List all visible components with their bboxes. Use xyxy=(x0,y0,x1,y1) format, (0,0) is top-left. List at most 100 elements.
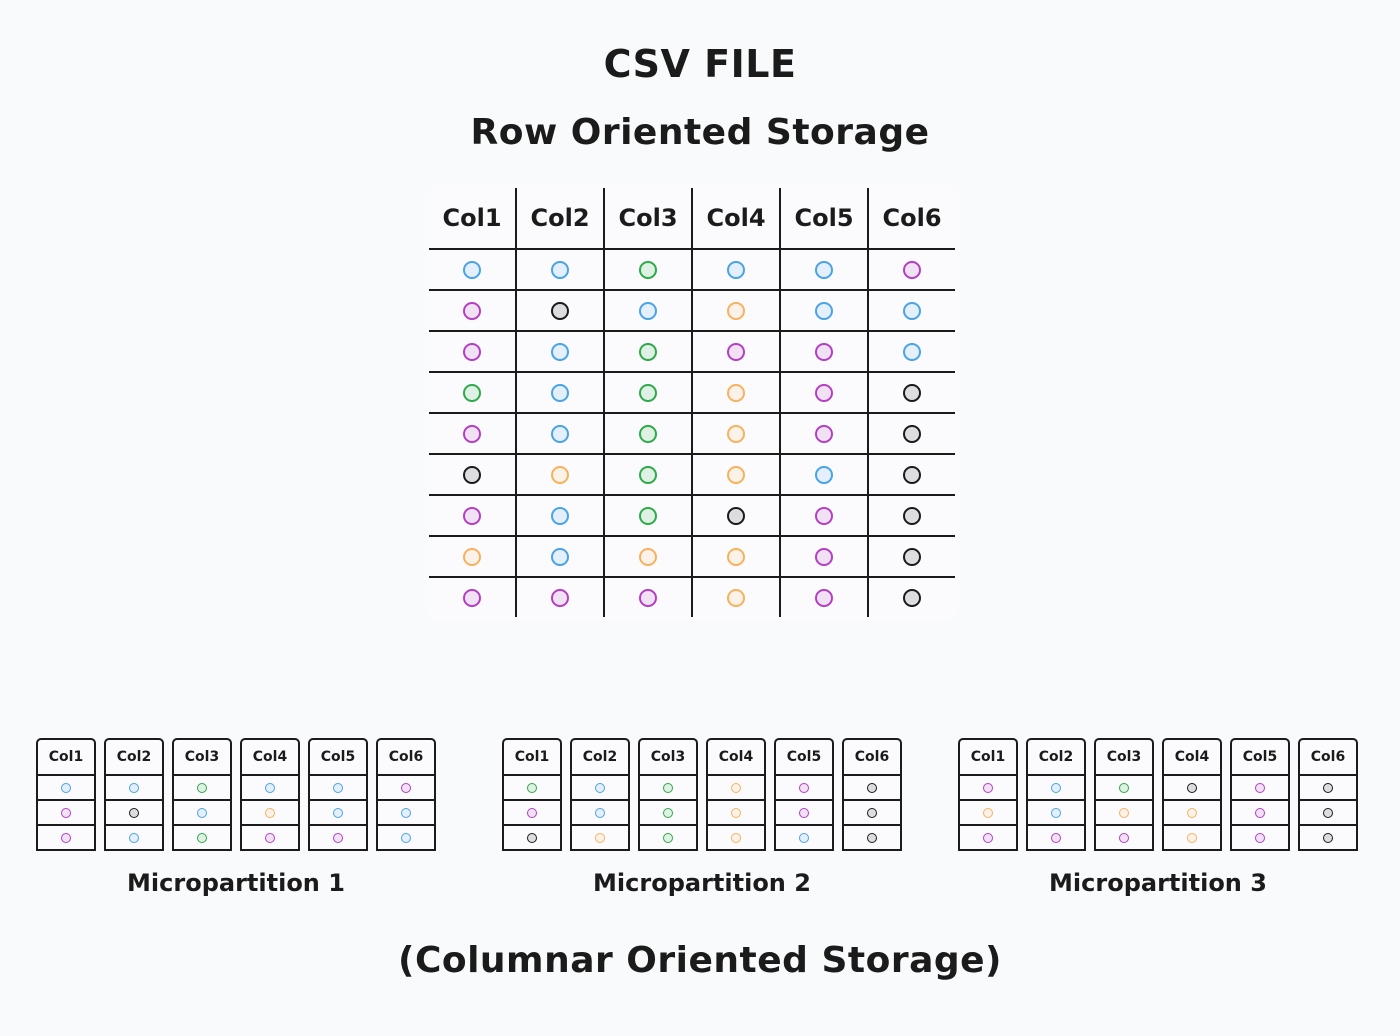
table-cell xyxy=(603,330,693,373)
table-row xyxy=(429,412,955,455)
orange-dot-icon xyxy=(727,589,745,608)
table-cell xyxy=(429,494,517,537)
table-row xyxy=(429,289,955,332)
blue-dot-icon xyxy=(815,261,833,280)
micropartition-column-header: Col4 xyxy=(242,740,298,776)
orange-dot-icon xyxy=(983,807,993,818)
purple-dot-icon xyxy=(983,782,993,793)
micropartition-column: Col5 xyxy=(308,738,368,851)
micropartition-column-header: Col1 xyxy=(504,740,560,776)
black-dot-icon xyxy=(903,589,921,608)
table-cell xyxy=(429,289,517,332)
table-cell xyxy=(867,576,955,617)
table-cell xyxy=(603,494,693,537)
micropartition-column-header: Col6 xyxy=(844,740,900,776)
micropartition-column-header: Col3 xyxy=(1096,740,1152,776)
table-cell xyxy=(779,330,869,373)
micropartition-label: Micropartition 1 xyxy=(127,869,345,897)
purple-dot-icon xyxy=(265,832,275,843)
micropartition-column: Col3 xyxy=(638,738,698,851)
micropartition-column: Col3 xyxy=(172,738,232,851)
micropartition-cell xyxy=(640,776,696,801)
micropartition-cell xyxy=(844,826,900,849)
micropartition-cell xyxy=(242,826,298,849)
orange-dot-icon xyxy=(727,425,745,444)
orange-dot-icon xyxy=(727,384,745,403)
blue-dot-icon xyxy=(129,782,139,793)
table-cell xyxy=(691,494,781,537)
black-dot-icon xyxy=(903,466,921,485)
micropartition-column: Col1 xyxy=(36,738,96,851)
orange-dot-icon xyxy=(551,466,569,485)
purple-dot-icon xyxy=(815,589,833,608)
micropartition-column: Col4 xyxy=(240,738,300,851)
table-row xyxy=(429,371,955,414)
purple-dot-icon xyxy=(463,343,481,362)
purple-dot-icon xyxy=(551,589,569,608)
micropartition-cell xyxy=(1300,801,1356,826)
green-dot-icon xyxy=(639,425,657,444)
table-cell xyxy=(429,330,517,373)
micropartition-cell xyxy=(1028,776,1084,801)
green-dot-icon xyxy=(197,832,207,843)
table-cell xyxy=(691,371,781,414)
green-dot-icon xyxy=(463,384,481,403)
black-dot-icon xyxy=(527,832,537,843)
table-cell xyxy=(429,453,517,496)
micropartition-cell xyxy=(776,801,832,826)
black-dot-icon xyxy=(551,302,569,321)
purple-dot-icon xyxy=(727,343,745,362)
table-cell xyxy=(691,289,781,332)
micropartition-column-header: Col6 xyxy=(378,740,434,776)
purple-dot-icon xyxy=(815,343,833,362)
column-header: Col2 xyxy=(515,188,605,250)
table-cell xyxy=(515,535,605,578)
purple-dot-icon xyxy=(639,589,657,608)
black-dot-icon xyxy=(1323,782,1333,793)
orange-dot-icon xyxy=(1187,807,1197,818)
purple-dot-icon xyxy=(61,807,71,818)
blue-dot-icon xyxy=(61,782,71,793)
purple-dot-icon xyxy=(1255,782,1265,793)
table-body xyxy=(429,248,955,617)
micropartition-column: Col6 xyxy=(1298,738,1358,851)
blue-dot-icon xyxy=(815,466,833,485)
table-cell xyxy=(779,535,869,578)
micropartition-column: Col5 xyxy=(774,738,834,851)
micropartition-cell xyxy=(310,826,366,849)
blue-dot-icon xyxy=(333,782,343,793)
micropartition-cell xyxy=(708,776,764,801)
table-cell xyxy=(515,371,605,414)
table-cell xyxy=(779,371,869,414)
micropartition-cell xyxy=(1096,801,1152,826)
black-dot-icon xyxy=(903,425,921,444)
purple-dot-icon xyxy=(799,807,809,818)
micropartition-column: Col6 xyxy=(842,738,902,851)
table-cell xyxy=(603,289,693,332)
micropartition-column-header: Col5 xyxy=(310,740,366,776)
blue-dot-icon xyxy=(129,832,139,843)
purple-dot-icon xyxy=(799,782,809,793)
micropartition-column: Col4 xyxy=(1162,738,1222,851)
black-dot-icon xyxy=(1323,832,1333,843)
micropartition-column: Col4 xyxy=(706,738,766,851)
table-cell xyxy=(691,576,781,617)
micropartition-cell xyxy=(708,801,764,826)
purple-dot-icon xyxy=(815,425,833,444)
micropartition-column: Col2 xyxy=(104,738,164,851)
micropartition-column-header: Col6 xyxy=(1300,740,1356,776)
micropartition-cell xyxy=(310,776,366,801)
blue-dot-icon xyxy=(401,807,411,818)
green-dot-icon xyxy=(527,782,537,793)
micropartition-cell xyxy=(242,801,298,826)
blue-dot-icon xyxy=(903,302,921,321)
black-dot-icon xyxy=(903,548,921,567)
table-cell xyxy=(691,248,781,291)
micropartition-cell xyxy=(1300,826,1356,849)
table-cell xyxy=(779,453,869,496)
green-dot-icon xyxy=(663,832,673,843)
green-dot-icon xyxy=(639,384,657,403)
column-header: Col5 xyxy=(779,188,869,250)
purple-dot-icon xyxy=(463,589,481,608)
